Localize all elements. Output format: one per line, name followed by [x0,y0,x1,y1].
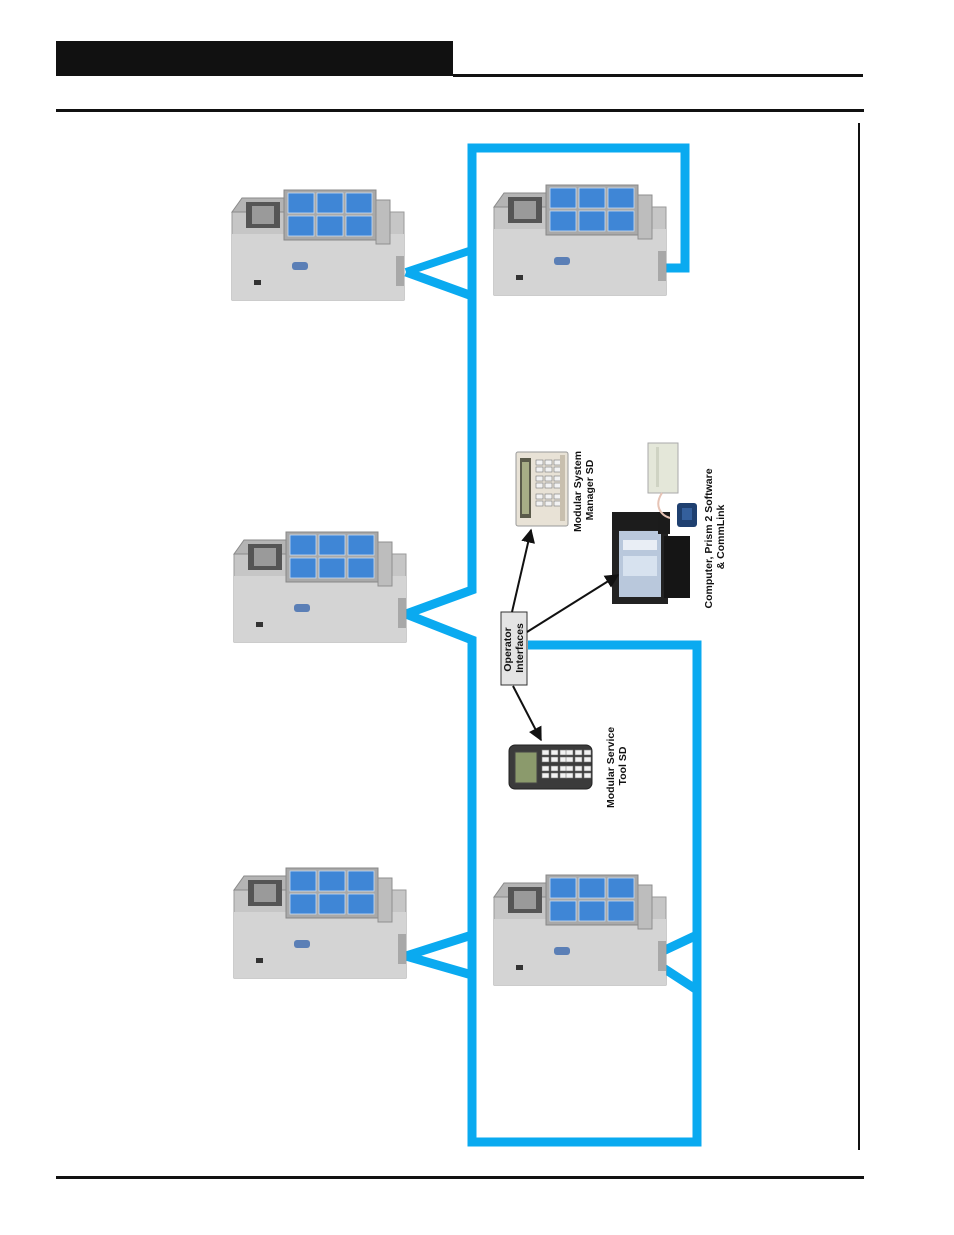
arrow-to-service-tool [512,685,542,742]
comm-loop-lower-unit [404,951,477,1142]
rooftop-unit-2 [493,184,667,296]
service-tool-device [508,744,593,790]
comm-loop-trunk [393,296,477,935]
computer-label: Computer, Prism 2 Software & CommLink [703,466,727,609]
rooftop-unit-4 [233,867,407,979]
header-rule-top [453,74,863,77]
operator-interfaces-box [500,611,528,686]
computer-device [612,512,690,604]
arrow-to-computer [526,574,620,633]
system-manager-device [515,451,569,527]
header-rule-bottom [56,109,864,112]
arrow-to-system-manager [511,528,535,613]
comm-loop-upper [404,143,690,303]
operator-interfaces-label: Operator Interfaces [502,623,526,673]
comm-loop-upper-return [404,246,474,276]
service-tool-label: Modular Service Tool SD [605,724,629,808]
comm-loop-lower [404,640,702,1147]
rooftop-unit-3 [233,531,407,643]
right-margin-rule [858,123,860,1150]
commlink-device [647,442,697,527]
footer-rule [56,1176,864,1179]
system-manager-label: Modular System Manager SD [572,448,596,532]
rooftop-unit-1 [231,189,405,301]
rooftop-unit-5 [493,874,667,986]
header-bar [56,41,453,76]
